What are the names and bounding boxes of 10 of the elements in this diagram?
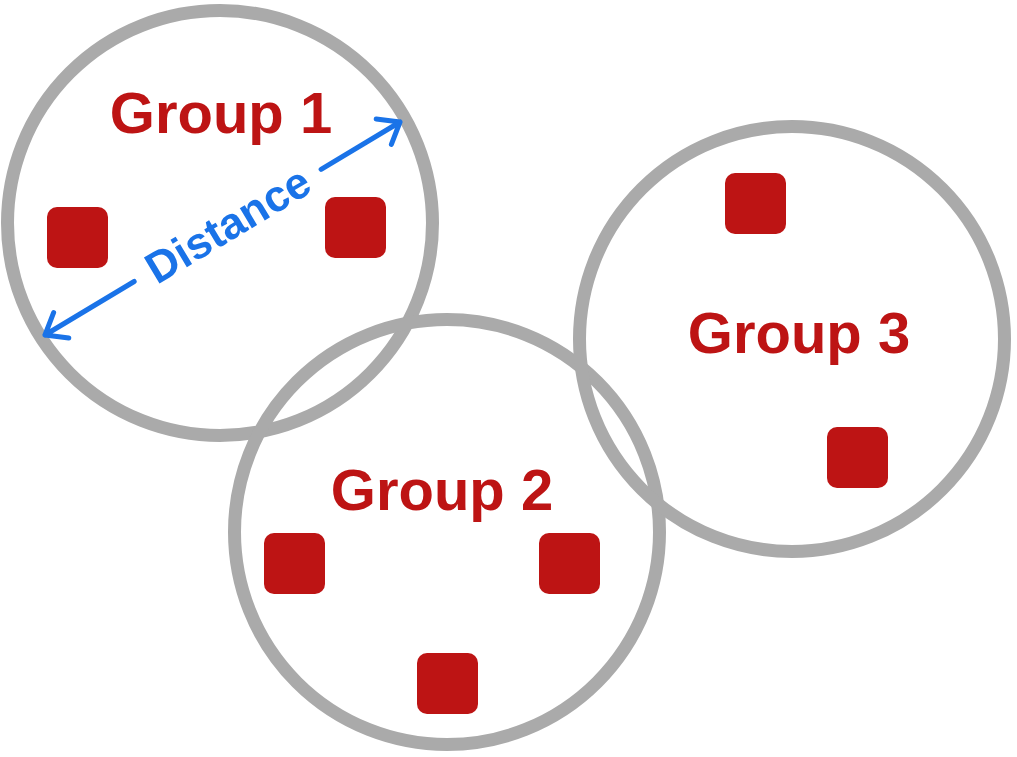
- group-circle: [228, 313, 666, 751]
- square-marker: [264, 533, 325, 594]
- square-marker: [325, 197, 386, 258]
- square-marker: [417, 653, 478, 714]
- group-circle: [1, 4, 439, 442]
- group-circle: [573, 120, 1011, 558]
- square-marker: [47, 207, 108, 268]
- square-marker: [827, 427, 888, 488]
- square-marker: [539, 533, 600, 594]
- square-marker: [725, 173, 786, 234]
